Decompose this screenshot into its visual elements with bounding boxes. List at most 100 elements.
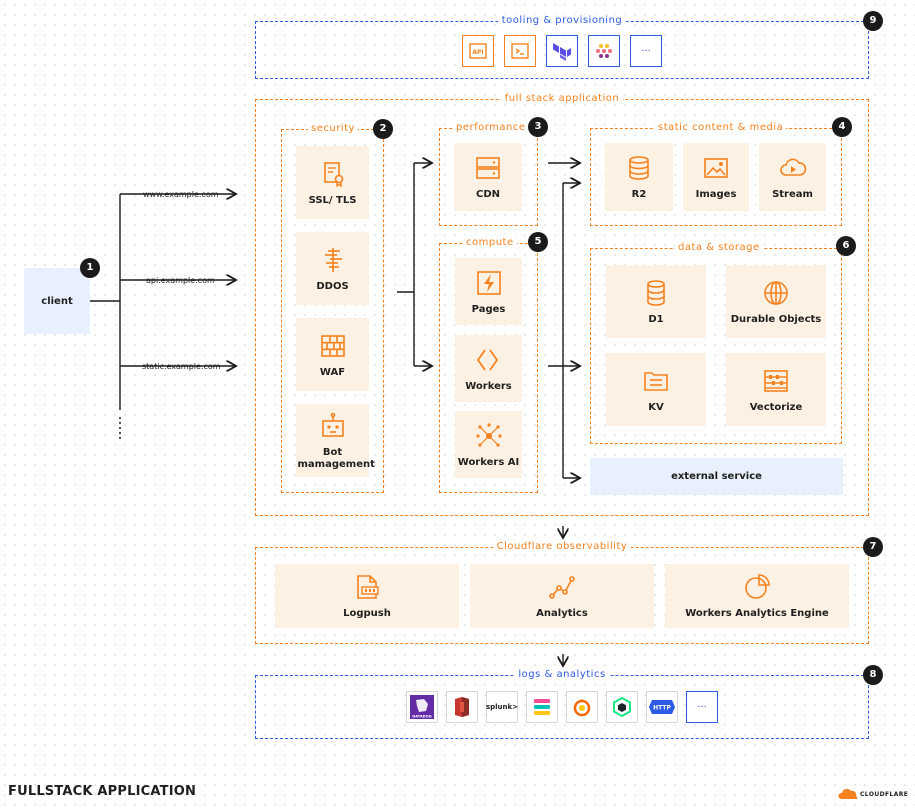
workers-analytics-engine-tile[interactable]: Workers Analytics Engine <box>665 564 849 628</box>
splunk-icon[interactable]: splunk> <box>486 691 518 723</box>
pages-icon <box>476 270 501 295</box>
analytics-icon <box>549 576 575 599</box>
svg-text:DATADOG: DATADOG <box>412 715 431 719</box>
cdn-label: CDN <box>475 189 500 200</box>
stream-tile[interactable]: Stream <box>759 143 826 211</box>
r2-tile[interactable]: R2 <box>605 143 673 211</box>
step-badge-6: 6 <box>836 236 856 256</box>
waf-tile[interactable]: WAF <box>296 318 369 391</box>
vectorize-tile[interactable]: Vectorize <box>726 353 826 426</box>
security-panel: security <box>281 121 384 493</box>
durable-objects-tile[interactable]: Durable Objects <box>726 265 826 338</box>
cloudflare-cloud-icon <box>838 788 858 799</box>
terraform-icon[interactable] <box>546 35 578 67</box>
logs-analytics-title: logs & analytics <box>514 669 610 680</box>
logpush-tile[interactable]: Logpush <box>275 564 459 628</box>
observability-title: Cloudflare observability <box>492 541 632 552</box>
tooling-provisioning-panel: tooling & provisioning <box>255 15 869 79</box>
cloudflare-wordmark: CLOUDFLARE <box>860 790 909 798</box>
bot-management-tile[interactable]: Bot mamagement <box>296 404 375 477</box>
step-badge-2: 2 <box>373 119 393 139</box>
ddos-label: DDOS <box>316 280 349 292</box>
database-icon <box>629 156 649 180</box>
step-badge-7: 7 <box>863 537 883 557</box>
domain-www: www.example.com <box>143 190 219 199</box>
images-label: Images <box>695 189 737 200</box>
full-stack-application-panel: full stack application <box>255 93 869 516</box>
security-title: security <box>308 121 358 137</box>
step-badge-1: 1 <box>80 258 100 278</box>
full-stack-title: full stack application <box>500 93 624 104</box>
image-icon <box>704 158 728 178</box>
bot-icon <box>321 412 344 437</box>
static-content-media-panel: static content & media <box>590 120 842 226</box>
new-relic-icon[interactable] <box>606 691 638 723</box>
d1-tile[interactable]: D1 <box>606 265 706 338</box>
ddos-icon <box>324 247 342 272</box>
globe-icon <box>764 280 788 305</box>
grafana-icon[interactable] <box>566 691 598 723</box>
more-tools-icon[interactable]: ··· <box>630 35 662 67</box>
pie-chart-icon <box>745 574 770 599</box>
pages-tile[interactable]: Pages <box>455 258 522 325</box>
aws-s3-icon[interactable] <box>446 691 478 723</box>
datadog-icon[interactable]: DATADOG <box>406 691 438 723</box>
tooling-title: tooling & provisioning <box>497 15 627 26</box>
cdn-tile[interactable]: CDN <box>454 143 522 211</box>
elastic-icon[interactable] <box>526 691 558 723</box>
client-label: client <box>41 295 73 307</box>
step-badge-8: 8 <box>863 665 883 685</box>
svg-text:HTTP: HTTP <box>653 705 671 712</box>
vectorize-label: Vectorize <box>749 401 803 413</box>
observability-panel: Cloudflare observability <box>255 541 869 644</box>
step-badge-9: 9 <box>863 11 883 31</box>
kv-icon <box>644 371 668 391</box>
bot-management-label: Bot mamagement <box>297 446 375 470</box>
data-storage-panel: data & storage <box>590 240 842 444</box>
diagram-title: FULLSTACK APPLICATION <box>8 784 197 799</box>
ddos-tile[interactable]: DDOS <box>296 232 369 305</box>
step-badge-3: 3 <box>528 117 548 137</box>
analytics-label: Analytics <box>536 608 588 619</box>
stream-label: Stream <box>772 189 813 200</box>
performance-title: performance <box>453 120 529 136</box>
firewall-icon <box>320 334 345 357</box>
http-icon[interactable]: HTTP <box>646 691 678 723</box>
stream-icon <box>779 158 806 176</box>
workers-ai-icon <box>475 422 502 447</box>
ssl-tls-tile[interactable]: SSL/ TLS <box>296 146 369 219</box>
waf-label: WAF <box>319 366 346 378</box>
d1-icon <box>647 279 665 306</box>
domain-api: api.example.com <box>146 276 215 285</box>
domain-static: static.example.com <box>142 362 221 371</box>
more-logs-icon[interactable]: ··· <box>686 691 718 723</box>
step-badge-4: 4 <box>832 117 852 137</box>
step-badge-5: 5 <box>528 232 548 252</box>
compute-title: compute <box>463 235 517 251</box>
workers-tile[interactable]: Workers <box>455 335 522 402</box>
images-tile[interactable]: Images <box>683 143 749 211</box>
logpush-label: Logpush <box>343 608 391 619</box>
api-icon[interactable]: API <box>462 35 494 67</box>
workers-icon <box>476 348 498 371</box>
durable-objects-label: Durable Objects <box>730 313 822 325</box>
ssl-tls-label: SSL/ TLS <box>308 194 357 206</box>
kv-tile[interactable]: KV <box>606 353 706 426</box>
pulumi-icon[interactable] <box>588 35 620 67</box>
compute-panel: compute <box>439 235 538 493</box>
workers-analytics-engine-label: Workers Analytics Engine <box>685 608 829 619</box>
analytics-tile[interactable]: Analytics <box>470 564 654 628</box>
abacus-icon <box>764 369 788 392</box>
terminal-icon[interactable] <box>504 35 536 67</box>
server-icon <box>476 157 500 179</box>
data-storage-title: data & storage <box>675 240 763 256</box>
cloudflare-logo: CLOUDFLARE <box>838 788 908 800</box>
client-box[interactable]: client <box>24 268 90 334</box>
workers-ai-label: Workers AI <box>457 456 520 468</box>
external-service-box[interactable]: external service <box>590 458 843 495</box>
kv-label: KV <box>648 401 664 413</box>
logpush-icon <box>357 575 379 599</box>
workers-ai-tile[interactable]: Workers AI <box>455 411 522 478</box>
external-service-label: external service <box>671 471 762 482</box>
